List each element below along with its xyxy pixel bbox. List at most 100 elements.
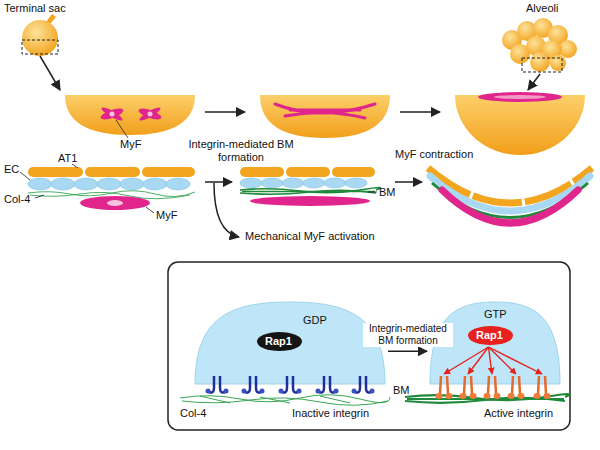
drawing-part [240,167,284,177]
integrin-leg [538,376,546,394]
protein-name: Rap1 [468,326,513,345]
step-arrow [205,181,232,183]
at1-cells [240,167,375,177]
drawing-part [180,395,390,403]
integrin-leg [440,376,448,394]
leader-line [368,192,377,193]
rap1-oval: Rap1 [257,332,302,351]
drawing-part [430,176,590,211]
drawing-part [240,190,376,194]
myofibroblast [250,196,370,206]
integrin-leg [319,376,335,393]
drawing-part [28,167,83,177]
drawing-part [405,398,565,403]
zoom-arrow [40,56,60,90]
integrin-leg [488,376,496,394]
branch-arrow [214,183,239,237]
inset-frame [168,262,570,430]
label-text: Col-4 [180,407,206,420]
myofibroblast [478,92,562,102]
inactive-integrin [242,376,265,394]
step-arrow [395,181,422,183]
integrin-head [206,389,211,394]
terminal-sac [22,20,58,56]
leader-line [146,207,154,213]
label-text: MyF contraction [395,148,473,161]
oval-fill [468,326,513,345]
integrin-head [484,393,491,399]
drawing-part [345,178,367,188]
protein-name: Rap1 [257,332,302,351]
integrin-head [446,393,453,399]
label-text: Alveoli [526,2,558,15]
drawing-part [120,178,144,190]
label-text: BM [379,186,396,199]
inactive-integrin [352,376,375,394]
activation-arrow [489,347,517,374]
inactive-integrin [206,376,229,394]
basement-membrane [405,394,570,403]
drawing-part [261,178,283,188]
integrin-head [316,389,321,394]
drawing-part [137,106,162,122]
oval-fill [257,332,302,351]
activation-arrow [444,347,489,374]
leader-line [72,164,78,168]
rap1-oval: Rap1 [468,326,513,345]
active-integrin [534,376,551,399]
protein-name-text: Rap1 [476,329,503,341]
integrin-head [436,393,443,399]
inactive-integrin [279,376,302,394]
integrin-head [279,389,284,394]
nucleus [107,200,123,206]
nucleotide-text: GTP [484,308,507,321]
active-integrin [460,376,477,399]
label-text: Active integrin [484,407,553,420]
active-integrin [436,376,453,399]
drawing-part [324,178,346,188]
label-text: MyF [120,138,141,151]
myofibroblast [80,196,150,210]
integrin-head [518,393,525,399]
endothelial-cells [240,178,367,188]
inactive-integrin [316,376,339,394]
active-integrin [508,376,525,399]
drawing-part [97,178,121,190]
zoom-arrow [528,74,540,90]
label-text: Integrin-mediated BM formation [188,138,294,164]
alveoli-cluster [502,18,577,72]
integrin-head [297,389,302,394]
zoom-box [22,40,58,54]
nucleotide-text: GDP [303,314,327,327]
label-text: Inactive integrin [292,407,369,420]
drawing-part [286,167,330,177]
integrin-head [534,393,541,399]
drawing-part [282,178,304,188]
drawing-part [442,190,578,223]
drawing-part [405,394,570,400]
drawing-part [285,112,365,118]
myofibroblast [494,95,546,99]
integrin-leg [245,376,261,393]
cell-dome: GDP Rap1 [195,298,385,384]
protein-name-text: Rap1 [265,335,292,347]
leader-line [116,120,128,138]
drawing-part [240,178,262,188]
label-text: BM [393,384,410,397]
integrin-head [470,393,477,399]
integrin-leg [282,376,298,393]
integrin-head [544,393,551,399]
drawing-part [530,52,550,72]
drawing-part [242,191,375,193]
sac-section [65,95,195,135]
edge-label: Integrin-mediated BM formation [363,323,453,347]
process-arrow [388,351,427,353]
integrin-leg [209,376,225,393]
basement-membrane [240,188,380,195]
drawing-part [148,112,153,117]
integrin-leg [355,376,371,393]
integrin-head [242,389,247,394]
label-text: Terminal sac [4,2,66,15]
col4-fibers [180,395,390,406]
label-text: Col-4 [4,193,30,206]
